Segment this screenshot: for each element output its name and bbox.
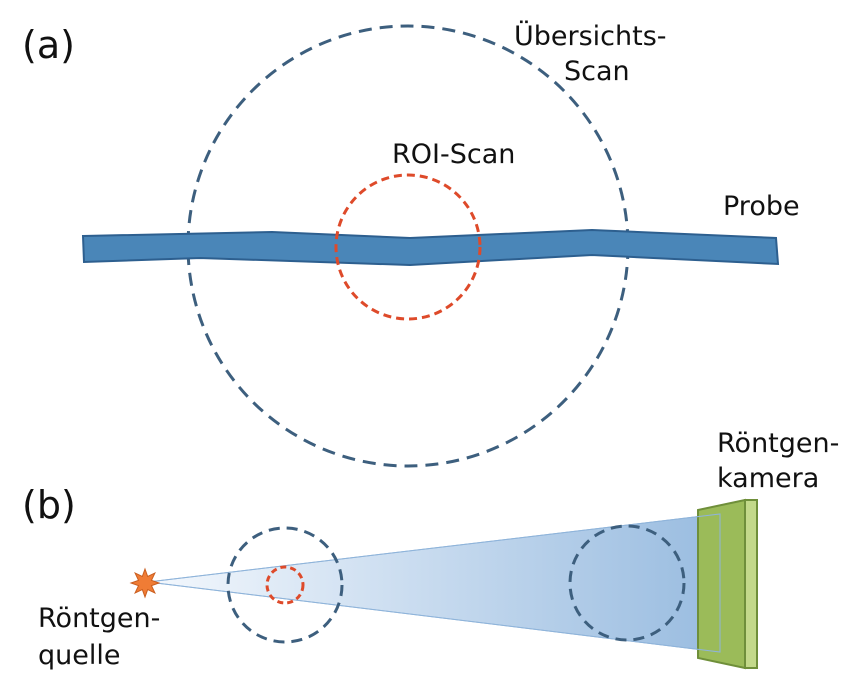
sample-probe: [81, 228, 780, 267]
x-ray-camera-front: [697, 498, 746, 670]
roi-scan-circle-near-source: [265, 565, 305, 605]
source-label-line2: quelle: [38, 640, 120, 671]
camera-label-line2: kamera: [717, 463, 819, 494]
overview-scan-label-line1: Übersichts-: [514, 20, 667, 52]
x-ray-source-star-icon: [129, 567, 161, 599]
source-label-line1: Röntgen-: [38, 603, 160, 634]
panel-b-label: (b): [22, 483, 76, 527]
x-ray-camera-side: [744, 499, 758, 669]
overview-scan-circle-near-source: [226, 526, 344, 644]
panel-a-label: (a): [22, 23, 75, 67]
x-ray-beam-cone: [147, 513, 721, 653]
overview-scan-label-line2: Scan: [564, 56, 630, 87]
roi-scan-circle: [334, 173, 482, 321]
overview-scan-circle-near-camera: [568, 524, 686, 642]
sample-label: Probe: [723, 191, 800, 222]
camera-label-line1: Röntgen-: [717, 428, 839, 459]
x-ray-beam-outline: [147, 513, 721, 653]
roi-scan-label: ROI-Scan: [392, 139, 515, 170]
